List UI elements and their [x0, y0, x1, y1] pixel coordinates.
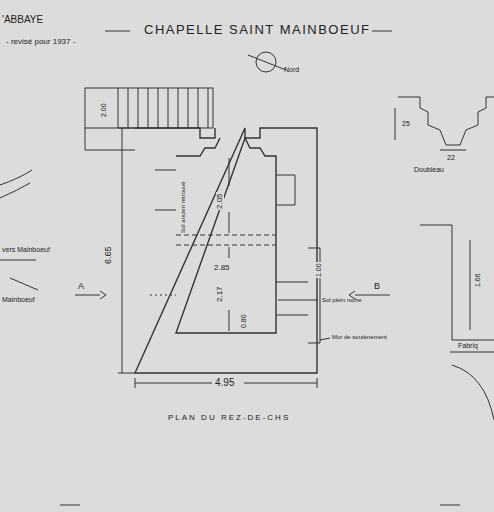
dimension: 2.17 [216, 285, 224, 303]
dimension: 1.66 [474, 272, 481, 288]
sheet-title: CHAPELLE SAINT MAINBOEUF [144, 23, 370, 36]
dimension: 22 [447, 154, 455, 161]
stair-tread [118, 88, 119, 128]
north-label: Nord [284, 66, 299, 73]
dimension: 4.95 [215, 378, 234, 388]
dimension: 2.85 [214, 264, 230, 272]
stair-tread [178, 88, 179, 128]
fragment-label: Fabriq [458, 342, 478, 349]
stair-tread [208, 88, 209, 128]
direction-note: vers Mainboeuf [2, 246, 50, 253]
profile-label: Doubleau [414, 166, 444, 173]
stair-tread [138, 88, 139, 128]
stair-tread [168, 88, 169, 128]
stair-tread [188, 88, 189, 128]
dimension: 2.00 [100, 102, 107, 118]
section-mark: B [374, 282, 380, 291]
dimension: 1.00 [315, 262, 322, 278]
stair-tread [148, 88, 149, 128]
room-note: Sol ancien retrouvé [180, 180, 186, 234]
stair-tread [128, 88, 129, 128]
place-name: Mainboeuf [2, 296, 35, 303]
section-mark: A [78, 282, 84, 291]
stair-tread [198, 88, 199, 128]
revision-note: - revisé pour 1937 - [6, 38, 75, 46]
stair-tread [158, 88, 159, 128]
plan-caption: PLAN DU REZ-DE-CHS [168, 414, 290, 422]
sheet-header: 'ABBAYE [2, 15, 43, 25]
dimension: 0.80 [240, 313, 247, 329]
dimension: 2.05 [216, 192, 224, 210]
wall-note: Mur de soutènement [332, 334, 387, 340]
floor-note: Sol plein roche [322, 297, 362, 303]
dimension: 6.65 [104, 245, 113, 265]
dimension: 25 [402, 120, 410, 127]
